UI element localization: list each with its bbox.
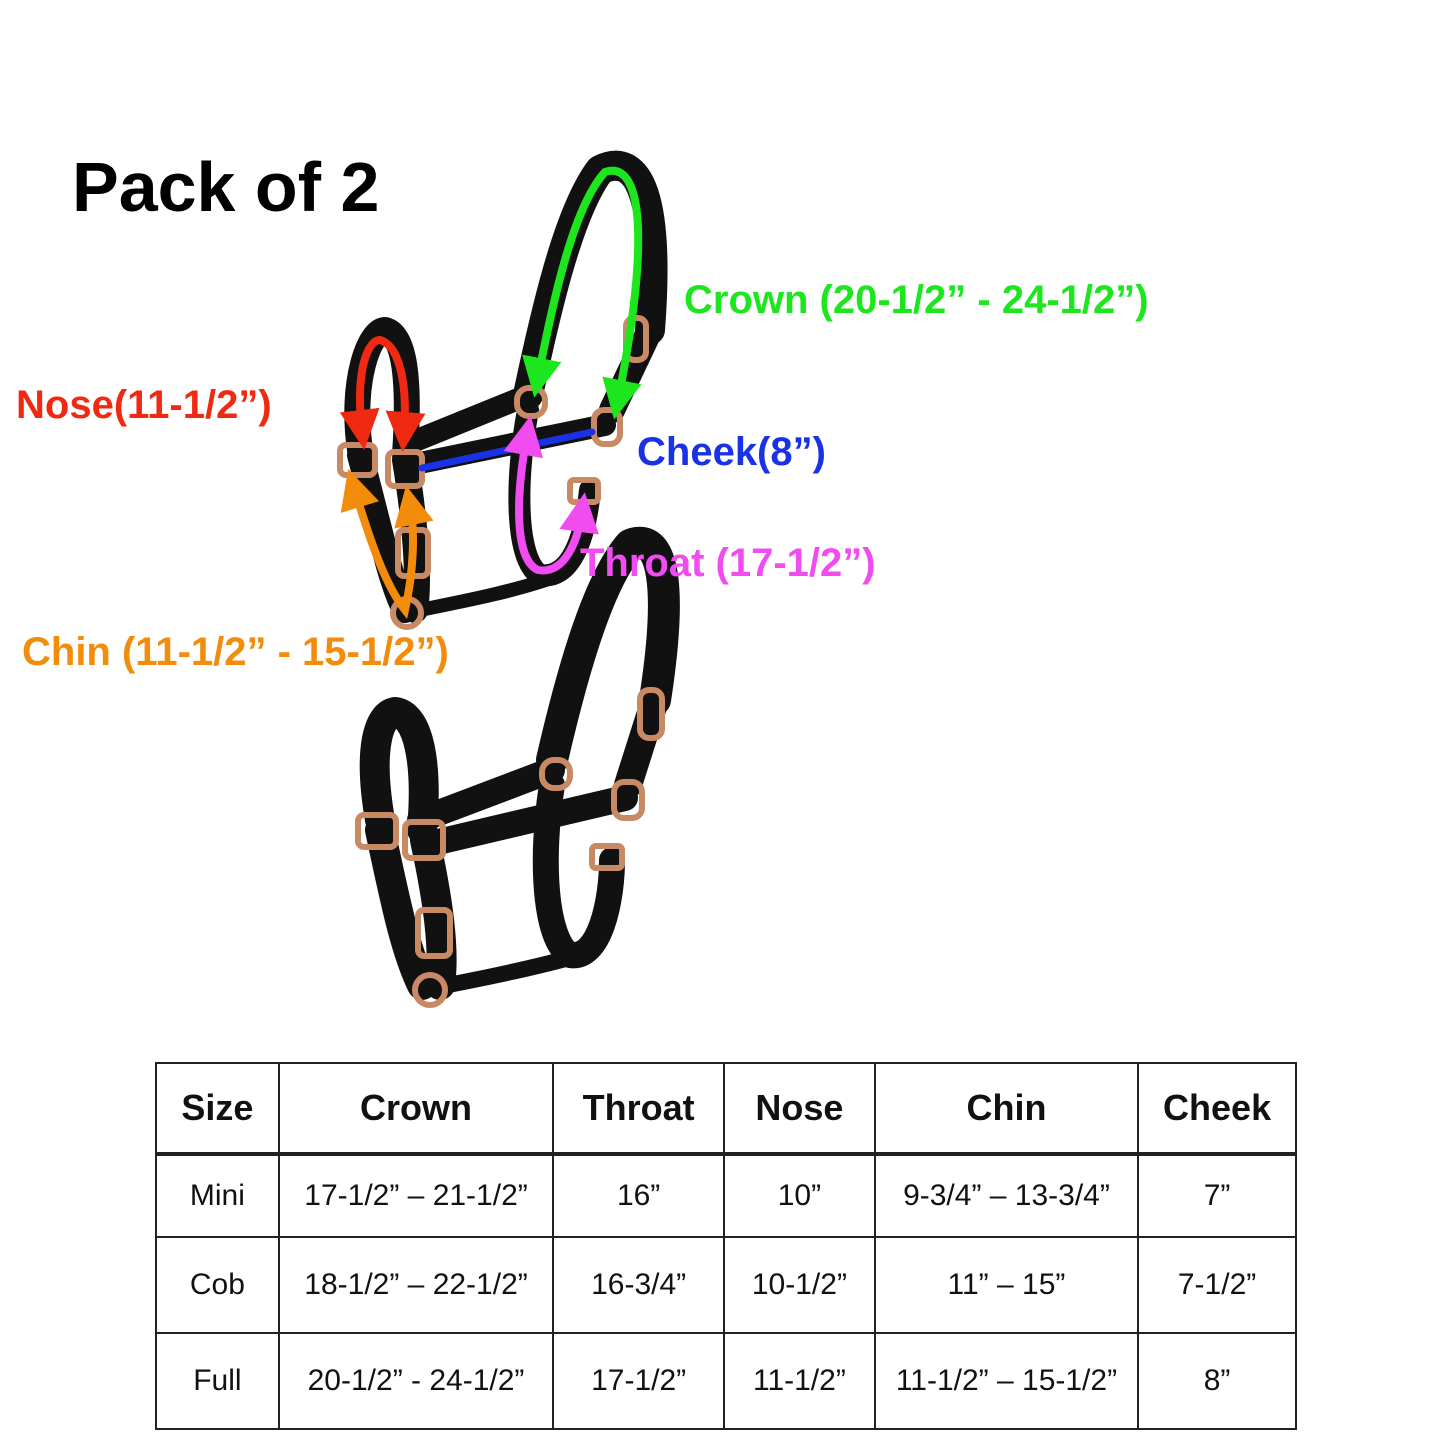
table-cell: 10”: [723, 1153, 876, 1238]
table-cell: 7-1/2”: [1137, 1236, 1297, 1334]
table-cell: 17-1/2” – 21-1/2”: [277, 1153, 555, 1238]
table-cell: 11-1/2”: [723, 1332, 876, 1430]
page-title: Pack of 2: [72, 148, 380, 226]
header-nose: Nose: [723, 1062, 876, 1156]
table-cell: 16-3/4”: [552, 1236, 726, 1334]
table-cell: Cob: [155, 1236, 280, 1334]
table-cell: 8”: [1137, 1332, 1297, 1430]
header-cheek: Cheek: [1137, 1062, 1297, 1156]
table-cell: 18-1/2” – 22-1/2”: [277, 1236, 555, 1334]
table-cell: 17-1/2”: [552, 1332, 726, 1430]
throat-arrow: [503, 415, 599, 575]
table-cell: 16”: [552, 1153, 726, 1238]
size-table: Size Crown Throat Nose Chin Cheek Mini 1…: [155, 1062, 1297, 1430]
table-header-row: Size Crown Throat Nose Chin Cheek: [155, 1062, 1297, 1156]
chin-arrow: [340, 468, 434, 620]
table-cell: Full: [155, 1332, 280, 1430]
nose-arrow: [339, 335, 426, 452]
table-cell: 11” – 15”: [873, 1236, 1140, 1334]
bottom-halter-hardware: [355, 687, 665, 1008]
table-row: Mini 17-1/2” – 21-1/2” 16” 10” 9-3/4” – …: [155, 1153, 1297, 1238]
table-row: Cob 18-1/2” – 22-1/2” 16-3/4” 10-1/2” 11…: [155, 1236, 1297, 1334]
table-cell: 20-1/2” - 24-1/2”: [277, 1332, 555, 1430]
header-size: Size: [155, 1062, 280, 1156]
throat-label: Throat (17-1/2”): [580, 541, 876, 585]
chin-label: Chin (11-1/2” - 15-1/2”): [22, 630, 449, 674]
header-chin: Chin: [873, 1062, 1140, 1156]
table-cell: 7”: [1137, 1153, 1297, 1238]
header-throat: Throat: [552, 1062, 726, 1156]
bottom-halter: [359, 526, 680, 1000]
table-cell: 11-1/2” – 15-1/2”: [873, 1332, 1140, 1430]
halter-illustration: [337, 150, 680, 1008]
table-cell: 9-3/4” – 13-3/4”: [873, 1153, 1140, 1238]
table-cell: Mini: [155, 1153, 280, 1238]
nose-label: Nose(11-1/2”): [16, 383, 272, 427]
cheek-label: Cheek(8”): [637, 430, 826, 474]
table-cell: 10-1/2”: [723, 1236, 876, 1334]
crown-label: Crown (20-1/2” - 24-1/2”): [684, 278, 1149, 322]
crown-arrow: [522, 166, 643, 420]
table-row: Full 20-1/2” - 24-1/2” 17-1/2” 11-1/2” 1…: [155, 1332, 1297, 1430]
header-crown: Crown: [277, 1062, 555, 1156]
